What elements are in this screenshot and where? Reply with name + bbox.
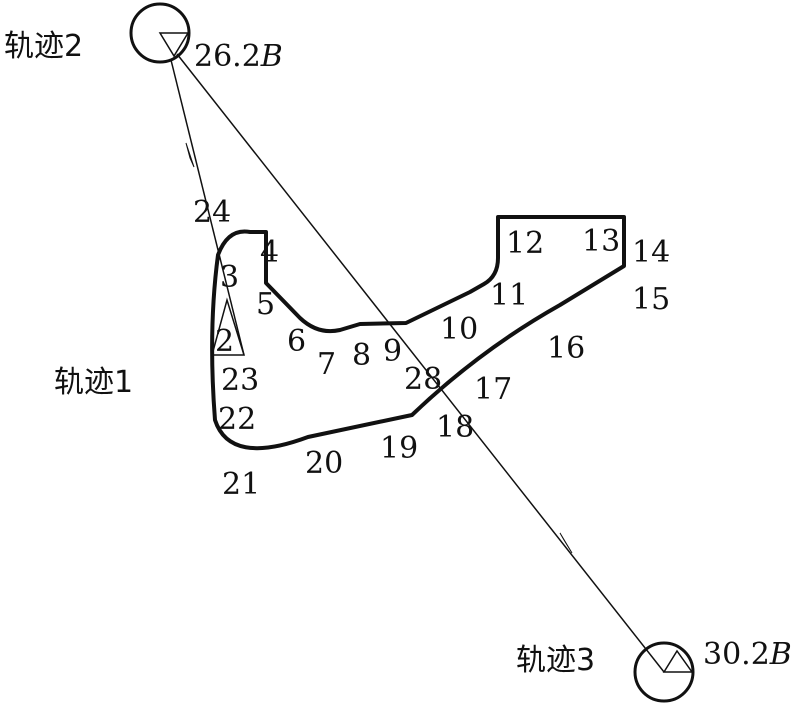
point-label-10: 10 bbox=[440, 312, 478, 347]
station-upper-triangle bbox=[158, 32, 190, 58]
upper-value-label: 26.2B bbox=[194, 39, 283, 74]
point-label-18: 18 bbox=[436, 410, 474, 445]
point-label-6: 6 bbox=[287, 324, 306, 359]
point-label-28: 28 bbox=[404, 362, 442, 397]
station-lower-triangle bbox=[662, 649, 694, 673]
point-label-23: 23 bbox=[221, 363, 259, 398]
point-label-9: 9 bbox=[383, 334, 402, 369]
trajectory-3-label: 轨迹3 bbox=[516, 643, 595, 678]
upper-value-unit: B bbox=[260, 39, 283, 74]
point-label-16: 16 bbox=[547, 331, 585, 366]
point-2-triangle bbox=[211, 297, 246, 356]
upper-value-number: 26.2 bbox=[194, 39, 261, 74]
point-label-7: 7 bbox=[317, 347, 336, 382]
point-label-11: 11 bbox=[490, 278, 528, 313]
point-label-3: 3 bbox=[220, 260, 239, 295]
point-label-4: 4 bbox=[260, 235, 279, 270]
point-label-21: 21 bbox=[222, 467, 260, 502]
point-label-20: 20 bbox=[305, 446, 343, 481]
point-label-19: 19 bbox=[380, 431, 418, 466]
trajectory-2-arrow bbox=[185, 142, 195, 168]
point-label-12: 12 bbox=[506, 226, 544, 261]
point-label-2: 2 bbox=[215, 324, 234, 359]
trajectory-1-label: 轨迹1 bbox=[54, 365, 133, 400]
lower-value-label: 30.2B bbox=[703, 637, 792, 672]
point-label-5: 5 bbox=[256, 287, 275, 322]
point-label-8: 8 bbox=[352, 338, 371, 373]
lower-value-number: 30.2 bbox=[703, 637, 770, 672]
point-label-14: 14 bbox=[632, 235, 670, 270]
trajectory-3-line bbox=[176, 53, 665, 673]
point-label-17: 17 bbox=[474, 372, 512, 407]
point-label-22: 22 bbox=[218, 402, 256, 437]
point-label-24: 24 bbox=[193, 195, 231, 230]
point-label-13: 13 bbox=[582, 224, 620, 259]
lower-value-unit: B bbox=[769, 637, 792, 672]
station-lower-circle bbox=[633, 641, 695, 703]
trajectory-2-line bbox=[170, 59, 245, 356]
station-upper-circle bbox=[129, 2, 191, 64]
trajectory-1-outline bbox=[210, 215, 626, 451]
point-label-15: 15 bbox=[632, 282, 670, 317]
trajectory-3-arrow bbox=[559, 532, 573, 554]
trajectory-2-label: 轨迹2 bbox=[4, 29, 83, 64]
